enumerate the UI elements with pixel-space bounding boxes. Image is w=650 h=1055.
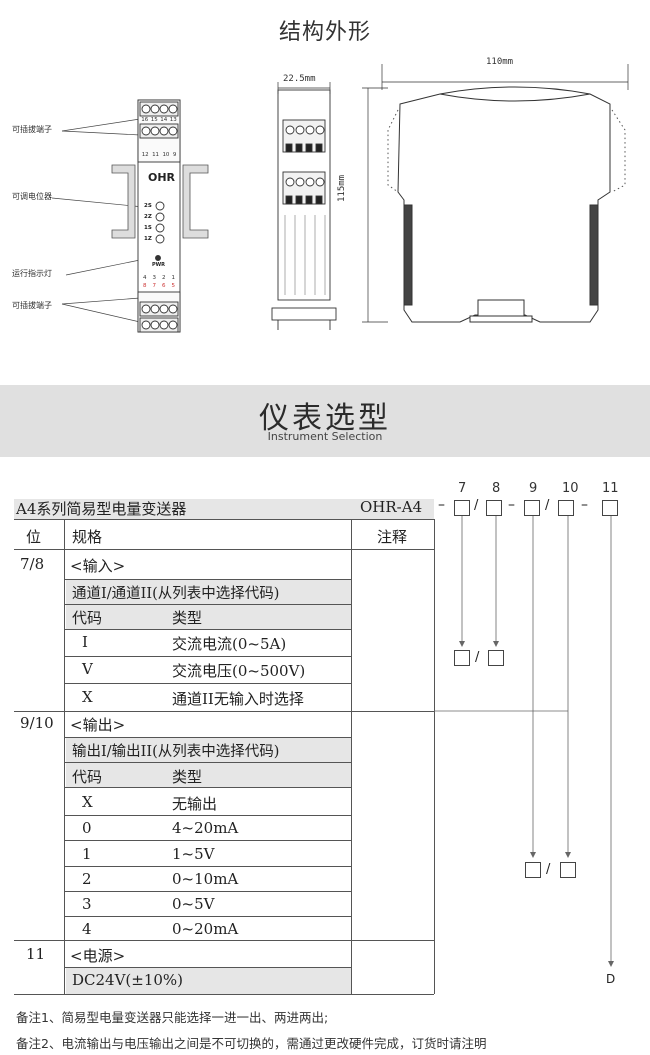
profile-view	[397, 86, 611, 323]
side-view	[271, 89, 337, 330]
input-result-box-1	[454, 650, 470, 666]
note-2: 备注2、电流输出与电压输出之间是不可切换的，需通过更改硬件完成，订货时请注明	[16, 1036, 487, 1051]
output-result-box-1	[525, 862, 541, 878]
section-subtitle-selection: Instrument Selection	[267, 430, 383, 443]
terminal-row-3: 4 3 2 1	[143, 275, 175, 281]
code-box-11	[602, 500, 618, 516]
model-prefix: OHR-A4	[360, 498, 423, 516]
output-result-box-2	[560, 862, 576, 878]
pot-labels: 2S 2Z 1S 1Z	[144, 203, 152, 242]
col-number-7: 7	[458, 481, 467, 496]
code-box-8	[486, 500, 502, 516]
output-type-0: 4~20mA	[172, 819, 239, 837]
output-code-0: 0	[82, 819, 92, 837]
power-code: D	[606, 972, 616, 986]
output-type-header: 类型	[172, 768, 203, 786]
front-view	[137, 99, 181, 333]
section-band	[0, 385, 650, 457]
col-number-9: 9	[529, 481, 538, 496]
series-title: A4系列简易型电量变送器	[16, 500, 187, 518]
section-title-structure: 结构外形	[278, 20, 371, 45]
output-code-4: 4	[82, 920, 92, 938]
output-type-x: 无输出	[172, 795, 218, 813]
input-code-i: I	[82, 633, 88, 651]
input-type-v: 交流电压(0~500V)	[172, 662, 306, 680]
label-led: 运行指示灯	[12, 269, 52, 278]
input-code-header: 代码	[72, 609, 103, 627]
input-desc: 通道I/通道II(从列表中选择代码)	[72, 586, 280, 602]
input-type-x: 通道II无输入时选择	[172, 690, 304, 708]
output-code-x: X	[82, 793, 93, 811]
output-type-1: 1~5V	[172, 845, 215, 863]
output-title: <输出>	[70, 716, 126, 734]
input-code-v: V	[82, 660, 93, 678]
terminal-row-4: 8 7 6 5	[143, 283, 175, 289]
input-result-box-2	[488, 650, 504, 666]
series-title-bar	[14, 499, 434, 519]
header-pos: 位	[26, 528, 42, 546]
input-type-i: 交流电流(0~5A)	[172, 635, 287, 653]
section-title-selection: 仪表选型	[259, 401, 391, 436]
output-code-2: 2	[82, 870, 92, 888]
label-potentiometer: 可调电位器	[12, 192, 52, 201]
code-box-7	[454, 500, 470, 516]
output-code-1: 1	[82, 845, 92, 863]
header-spec: 规格	[72, 528, 103, 546]
input-type-header: 类型	[172, 609, 203, 627]
input-code-x: X	[82, 688, 93, 706]
output-type-4: 0~20mA	[172, 920, 239, 938]
header-note: 注释	[377, 528, 408, 546]
label-pluggable-top: 可插拔端子	[12, 125, 52, 134]
output-desc: 输出I/输出II(从列表中选择代码)	[72, 744, 280, 760]
code-box-9	[524, 500, 540, 516]
output-type-2: 0~10mA	[172, 870, 239, 888]
note-1: 备注1、简易型电量变送器只能选择一进一出、两进两出;	[16, 1010, 329, 1025]
output-code-3: 3	[82, 895, 92, 913]
input-pos: 7/8	[20, 555, 45, 573]
output-type-3: 0~5V	[172, 895, 215, 913]
power-title: <电源>	[70, 947, 126, 965]
col-number-8: 8	[492, 481, 501, 496]
structure-drawing	[51, 64, 629, 333]
label-pluggable-bottom: 可插拔端子	[12, 301, 52, 310]
brand-logo: OHR	[148, 171, 176, 184]
output-pos: 9/10	[20, 714, 54, 732]
col-number-11: 11	[602, 481, 619, 496]
terminal-row-1: 16 15 14 13	[141, 117, 177, 123]
power-value: DC24V(±10%)	[72, 971, 184, 989]
pwr-label: PWR	[152, 262, 166, 268]
terminal-row-2: 12 11 10 9	[141, 152, 177, 158]
input-title: <输入>	[70, 557, 126, 575]
power-pos: 11	[26, 945, 46, 963]
col-number-10: 10	[562, 481, 579, 496]
dim-side-width: 22.5mm	[283, 74, 316, 84]
code-box-10	[558, 500, 574, 516]
dim-width: 110mm	[486, 57, 514, 67]
output-code-header: 代码	[72, 768, 103, 786]
